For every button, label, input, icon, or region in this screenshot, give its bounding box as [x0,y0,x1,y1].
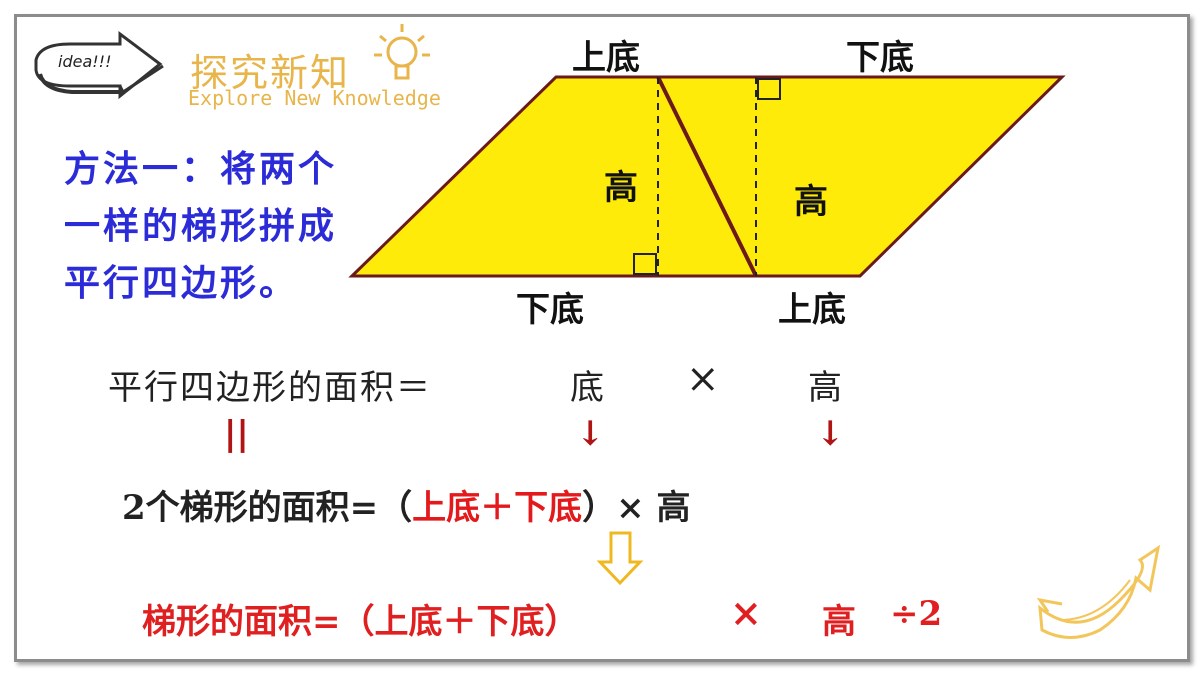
formula3-left: 梯形的面积=（上底＋下底） [142,602,579,642]
idea-arrow-icon [34,31,164,100]
label-top-right: 下底 [846,38,914,78]
down-arrow-base: ↓ [576,414,605,454]
formula2-left: 2个梯形的面积=（ [122,488,413,528]
formula1-left: 平行四边形的面积＝ [108,368,432,408]
lightbulb-icon [374,24,430,80]
formula3-divide: ÷2 [890,594,943,634]
formula1-base: 底 [570,368,606,408]
formula1-height: 高 [808,368,844,408]
section-title: 探究新知 [190,51,351,95]
down-arrow-height: ↓ [816,414,845,454]
formula2-right: ）× 高 [582,488,691,528]
label-top-left: 上底 [572,38,640,78]
right-angle-mark-right [757,78,781,100]
label-height-left: 高 [604,168,638,208]
right-angle-mark-left [633,253,657,275]
label-bottom-left: 下底 [516,290,584,330]
method-line-1: 方法一：将两个 [64,148,338,190]
method-line-2: 一样的梯形拼成 [64,205,338,247]
down-arrow-icon [596,531,644,586]
trapezoid-split-line [656,76,758,277]
label-bottom-right: 上底 [778,290,846,330]
formula1-times: × [686,356,722,402]
formula2: 2个梯形的面积=（上底＋下底）× 高 [122,480,690,529]
curved-arrow-icon [1036,544,1161,639]
formula3-height: 高 [822,602,856,642]
method-line-3: 平行四边形。 [64,262,299,304]
formula2-sum: 上底＋下底 [412,488,583,528]
idea-label: idea!!! [58,52,112,71]
section-subtitle: Explore New Knowledge [188,86,441,110]
formula3-times: × [730,590,762,635]
label-height-right: 高 [794,182,828,222]
equal-sign-vertical: || [224,414,249,454]
parallelogram-diagram [348,75,1066,278]
